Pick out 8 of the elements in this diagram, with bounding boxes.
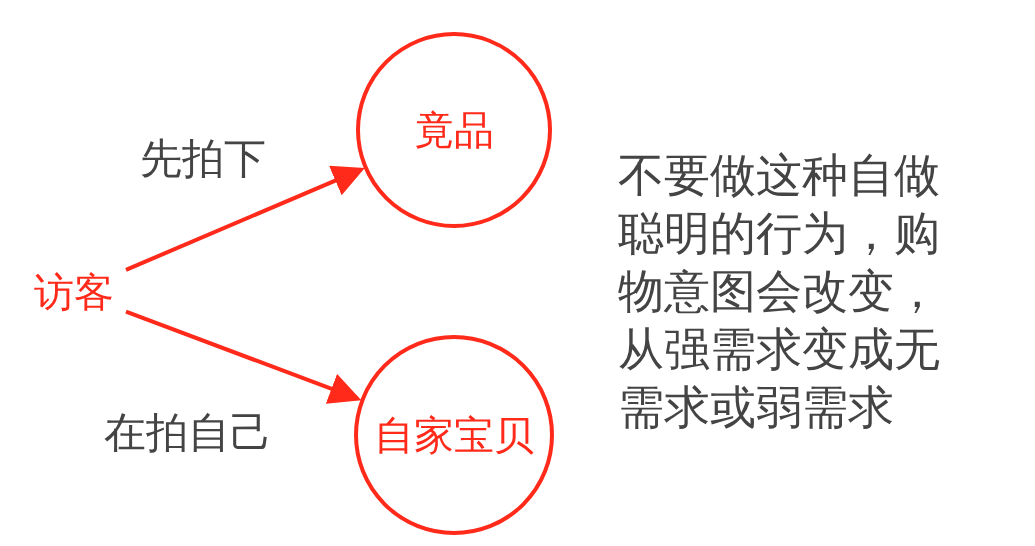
edge-label: 先拍下 (140, 138, 266, 180)
node-label: 访客 (34, 269, 114, 316)
node-label: 竟品 (414, 107, 494, 154)
note-text: 不要做这种自做聪明的行为，购物意图会改变，从强需求变成无需求或弱需求 (618, 148, 941, 435)
arrow (125, 165, 365, 272)
node-label: 自家宝贝 (374, 412, 534, 459)
edge-label: 在拍自己 (104, 412, 272, 454)
arrow (125, 309, 362, 404)
